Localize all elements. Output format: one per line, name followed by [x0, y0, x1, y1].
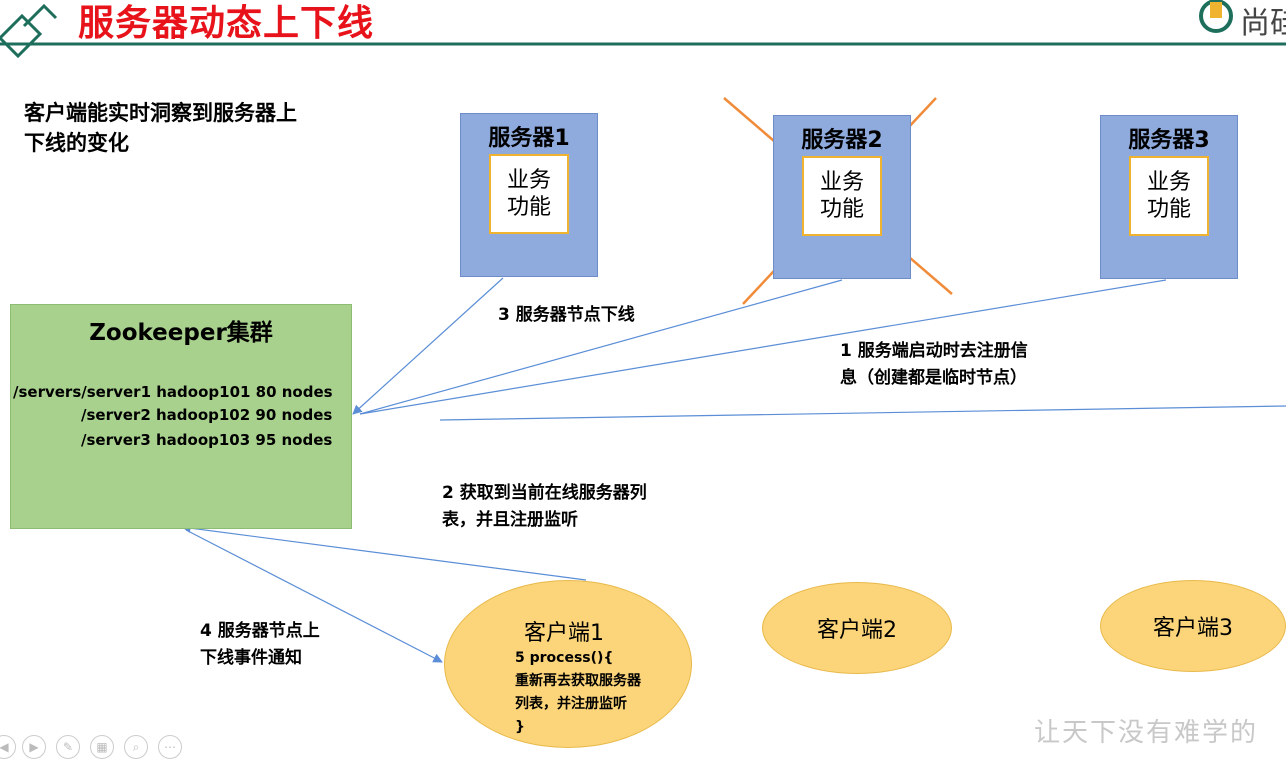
watermark-text: 让天下没有难学的: [1034, 718, 1259, 748]
zk-node-server1: /servers/server1 hadoop101 80 nodes: [13, 383, 333, 401]
arrow-client1-to-zk: [181, 523, 587, 581]
toolbar-zoom-icon[interactable]: ⌕: [124, 735, 148, 759]
client-3-ellipse: 客户端3: [1100, 580, 1286, 672]
step-2-label: 2 获取到当前在线服务器列 表，并且注册监听: [442, 483, 647, 530]
arrow-server1-to-zk: [352, 277, 504, 415]
server-3-title: 服务器3: [1128, 128, 1210, 153]
zk-node-server3: /server3 hadoop103 95 nodes: [81, 431, 333, 449]
line-right-to-mid: [439, 405, 1286, 421]
client-2-ellipse: 客户端2: [762, 582, 952, 674]
line-server2-to-zk: [359, 279, 843, 415]
zookeeper-cluster-box: Zookeeper集群 /servers/server1 hadoop101 8…: [10, 304, 352, 529]
server-2-function: 业务 功能: [802, 156, 882, 236]
header-decoration-icon: [0, 3, 58, 59]
line-server3-to-zk: [359, 279, 1167, 415]
step-4-label: 4 服务器节点上 下线事件通知: [200, 621, 320, 668]
client-1-code: 5 process(){ 重新再去获取服务器 列表，并注册监听 }: [515, 650, 641, 735]
toolbar-more-icon[interactable]: ⋯: [158, 735, 182, 759]
server-3-box: 服务器3 业务 功能: [1100, 115, 1238, 279]
toolbar-slides-icon[interactable]: ▦: [90, 735, 114, 759]
client-1-ellipse: 客户端1 5 process(){ 重新再去获取服务器 列表，并注册监听 }: [444, 580, 692, 748]
server-3-function: 业务 功能: [1129, 156, 1209, 236]
zk-node-server2: /server2 hadoop102 90 nodes: [81, 406, 333, 424]
server-2-title: 服务器2: [801, 128, 883, 153]
description-text: 客户端能实时洞察到服务器上下线的变化: [24, 101, 297, 155]
zookeeper-title: Zookeeper集群: [89, 320, 273, 346]
step-3-label: 3 服务器节点下线: [498, 305, 635, 325]
server-1-title: 服务器1: [488, 126, 570, 151]
client-2-title: 客户端2: [817, 618, 897, 643]
toolbar-pen-icon[interactable]: ✎: [56, 735, 80, 759]
server-1-function: 业务 功能: [489, 154, 569, 234]
server-1-box: 服务器1 业务 功能: [460, 113, 598, 277]
server-2-box: 服务器2 业务 功能: [773, 115, 911, 279]
client-1-title: 客户端1: [524, 621, 604, 646]
brand-text: 尚硅: [1240, 6, 1286, 41]
brand-logo-icon: [1199, 0, 1233, 33]
arrow-zk-to-client1: [185, 529, 443, 663]
toolbar-next-icon[interactable]: ▶: [22, 735, 46, 759]
client-3-title: 客户端3: [1153, 616, 1233, 641]
page-title: 服务器动态上下线: [78, 3, 375, 44]
step-1-label: 1 服务端启动时去注册信 息（创建都是临时节点）: [840, 341, 1028, 388]
